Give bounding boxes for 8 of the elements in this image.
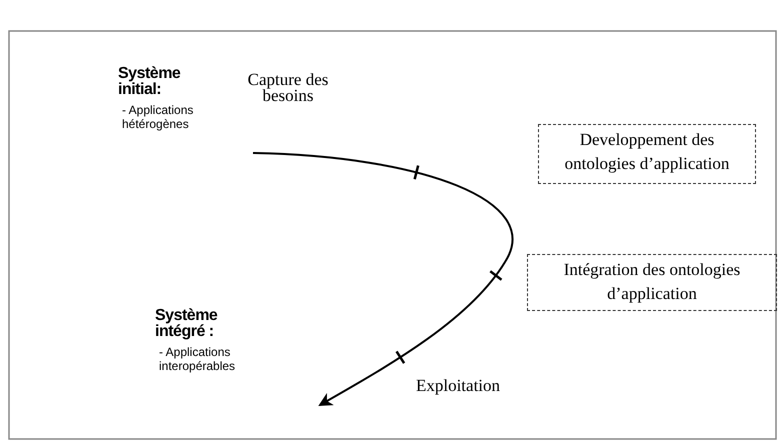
system-description: - Applications interopérables — [158, 345, 236, 373]
phase-box: Intégration des ontologies d’application — [527, 254, 777, 311]
system-heading: Système initial: — [118, 66, 182, 98]
phase-label: Exploitation — [414, 378, 502, 394]
system-heading: Système intégré : — [155, 308, 218, 340]
system-description: - Applications hétérogènes — [121, 103, 194, 131]
phase-label: Capture des besoins — [246, 72, 330, 104]
phase-box: Developpement des ontologies d’application — [538, 124, 756, 184]
